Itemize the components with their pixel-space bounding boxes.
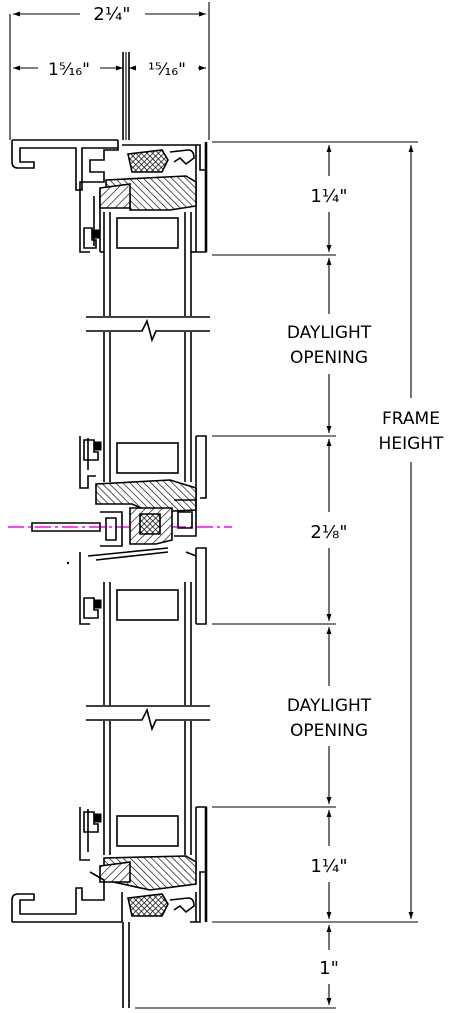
dimension-lines — [9, 2, 418, 1009]
glass-panes — [103, 212, 192, 855]
daylight-bottom-line1: DAYLIGHT — [287, 696, 372, 716]
daylight-top-line1: DAYLIGHT — [287, 323, 372, 343]
break-lines — [86, 316, 210, 732]
overall-width-label: 2¼" — [93, 4, 130, 25]
right-width-label: ¹⁵⁄₁₆" — [148, 60, 186, 80]
left-width-label: 1⁵⁄₁₆" — [48, 60, 90, 80]
dimension-labels: 2¼" 1⁵⁄₁₆" ¹⁵⁄₁₆" 1¼" DAYLIGHT OPENING F… — [48, 4, 444, 979]
mid-rail-label: 2⅛" — [310, 522, 347, 543]
frame-height-line1: FRAME — [382, 409, 440, 429]
top-frame-label: 1¼" — [310, 186, 347, 207]
daylight-bottom-line2: OPENING — [290, 721, 368, 741]
bottom-frame-label: 1¼" — [310, 856, 347, 877]
head-frame — [11, 52, 207, 253]
daylight-top-line2: OPENING — [290, 348, 368, 368]
sill-frame — [11, 806, 207, 1008]
frame-height-line2: HEIGHT — [379, 434, 444, 454]
meeting-rail — [31, 435, 207, 625]
sill-extension-label: 1" — [319, 958, 339, 979]
